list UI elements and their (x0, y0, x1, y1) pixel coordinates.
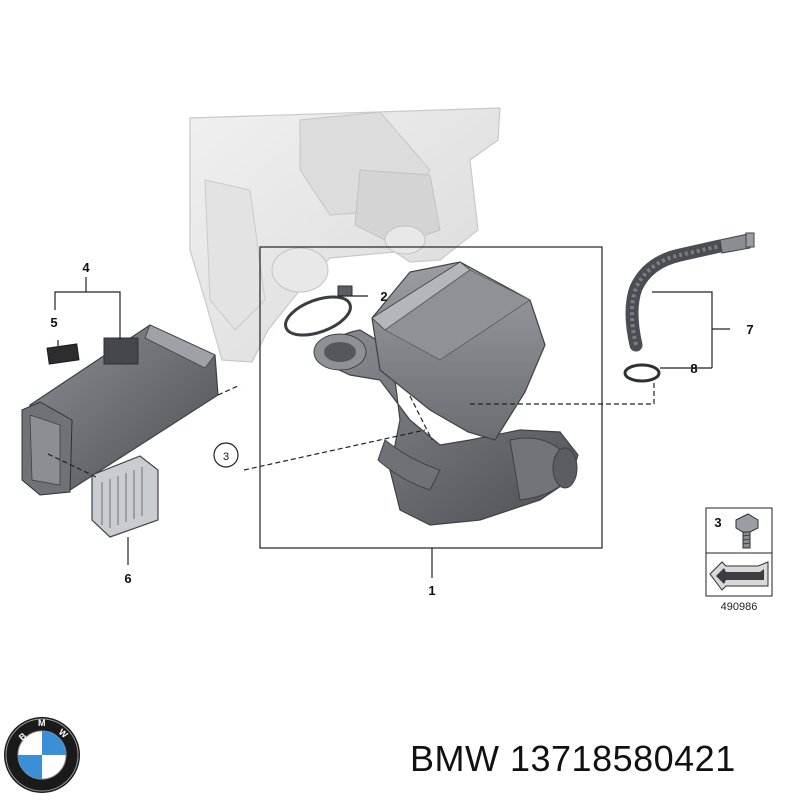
leader-lines (47, 277, 730, 578)
intake-duct-part (21, 324, 219, 496)
svg-text:M: M (38, 718, 46, 728)
air-filter-housing-ghost (189, 107, 501, 363)
callout-4: 4 (82, 260, 90, 275)
callout-2: 2 (380, 289, 387, 304)
callout-3-ring (213, 442, 239, 468)
svg-text:B: B (17, 730, 29, 742)
callout-6: 6 (124, 571, 131, 586)
legend-callout-3: 3 (714, 515, 721, 530)
resonator-lid-part (371, 261, 546, 441)
bmw-logo: B M W (4, 717, 80, 793)
vent-hose-part (625, 232, 755, 352)
assembly-frame (259, 246, 603, 549)
diagram-reference-code: 490986 (721, 601, 758, 613)
torque-arrow-icon (709, 561, 769, 591)
callout-5: 5 (50, 315, 57, 330)
bolt-legend-box: 3 (705, 507, 773, 597)
callout-1: 1 (428, 583, 435, 598)
intake-boot-part (313, 329, 579, 526)
bolt-icon (735, 513, 759, 549)
o-ring-part (623, 363, 661, 383)
part-number-caption: BMW 13718580421 (410, 738, 736, 779)
callout-7: 7 (746, 322, 753, 337)
callout-3: 3 (223, 451, 229, 463)
foam-seal-part (46, 343, 80, 365)
grille-part (91, 455, 159, 538)
callout-8: 8 (690, 361, 697, 376)
